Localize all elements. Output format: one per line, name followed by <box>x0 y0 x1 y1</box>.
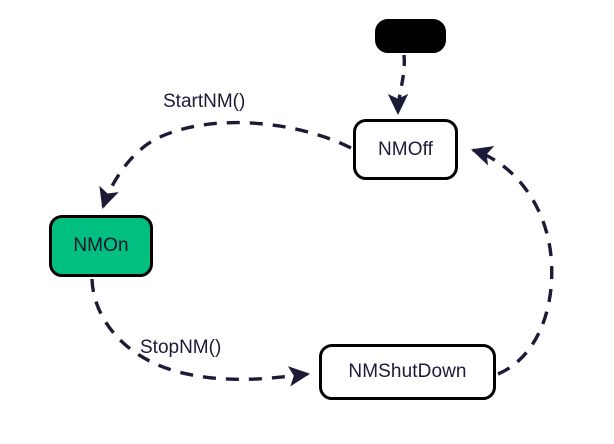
edge-initial-to-nmoff <box>387 54 409 116</box>
state-node-nmshutdown-label: NMShutDown <box>348 361 467 382</box>
state-node-nmon[interactable]: NMOn <box>49 215 153 277</box>
state-node-nmoff[interactable]: NMOff <box>353 119 458 180</box>
edge-nmoff-to-nmon <box>99 120 352 209</box>
edge-nmon-to-nmshutdown <box>90 278 311 387</box>
edge-label-stopnm: StopNM() <box>140 337 222 358</box>
edge-label-startnm: StartNM() <box>163 91 246 112</box>
state-node-nmon-label: NMOn <box>73 235 129 256</box>
edge-nmshutdown-to-nmoff <box>471 146 554 376</box>
state-node-nmoff-label: NMOff <box>377 138 434 160</box>
initial-state-node[interactable] <box>375 19 446 53</box>
state-node-nmshutdown[interactable]: NMShutDown <box>319 344 496 400</box>
